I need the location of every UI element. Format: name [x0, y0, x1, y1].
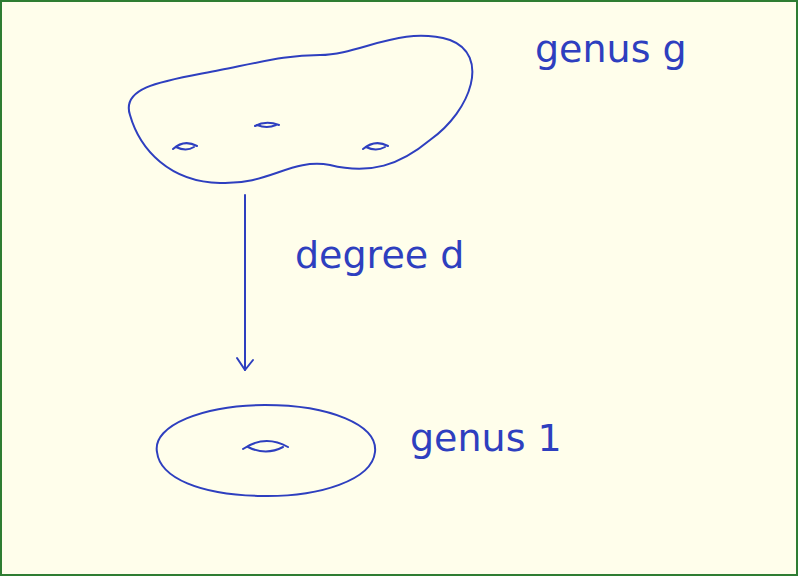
genus-label-wrap: genus 1 [410, 416, 562, 462]
surface-stroke [173, 143, 197, 149]
surface-stroke [157, 405, 375, 496]
genus-g-surface: genus g [110, 25, 730, 195]
surface-stroke [248, 447, 283, 452]
surface-stroke [257, 125, 276, 127]
surface-stroke [176, 147, 194, 150]
genus-label: genus 1 [410, 416, 562, 460]
map-arrow [244, 195, 246, 370]
genus-label: genus g [535, 27, 687, 71]
surface-stroke [363, 143, 388, 149]
degree-label: degree d [295, 233, 464, 277]
genus-label-wrap: genus g [535, 27, 687, 73]
surface-stroke [129, 36, 473, 183]
degree-label-wrap: degree d [295, 233, 464, 279]
surface-stroke [366, 147, 385, 150]
torus: genus 1 [140, 370, 600, 510]
surface-stroke [255, 123, 279, 126]
